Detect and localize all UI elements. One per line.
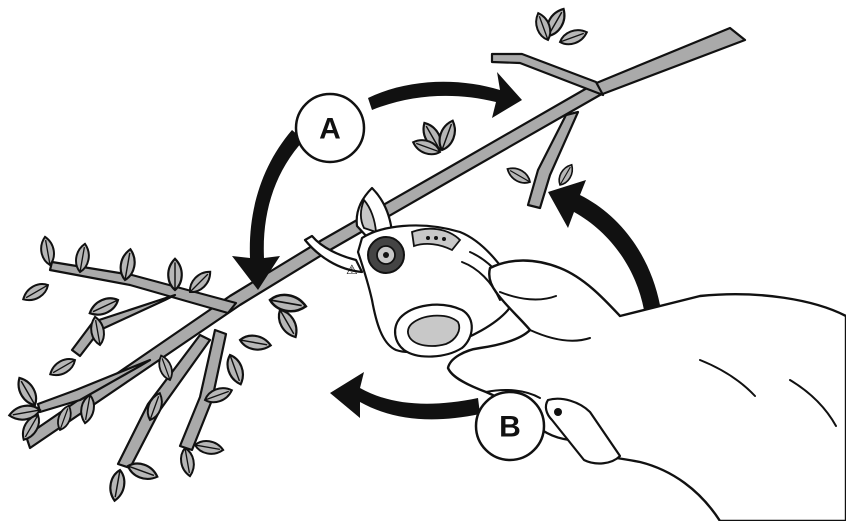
rotation-arrow-icon [368, 72, 522, 118]
leaf-icon [224, 353, 247, 387]
pruning-shears-icon: ⚠ [305, 188, 512, 357]
leaf-icon [20, 280, 51, 305]
callout-a: A [296, 94, 364, 162]
leaf-icon [532, 11, 553, 42]
warning-icon: ⚠ [346, 263, 358, 278]
leaf-icon [558, 26, 589, 47]
callout-a-label: A [319, 113, 341, 146]
trigger [408, 316, 459, 346]
leaf-icon [194, 439, 224, 456]
leaf-icon [179, 447, 196, 477]
leaf-icon [556, 162, 576, 187]
leaf-icon [186, 267, 215, 296]
callout-b: B [476, 392, 544, 460]
callout-b-label: B [499, 411, 521, 444]
leaf-icon [14, 375, 41, 409]
leaf-icon [239, 333, 272, 352]
leaf-icon [47, 355, 78, 380]
leaf-icon [505, 164, 533, 187]
leaf-icon [269, 292, 308, 314]
leaf-icon [168, 259, 182, 290]
leaf-icon [108, 469, 127, 502]
